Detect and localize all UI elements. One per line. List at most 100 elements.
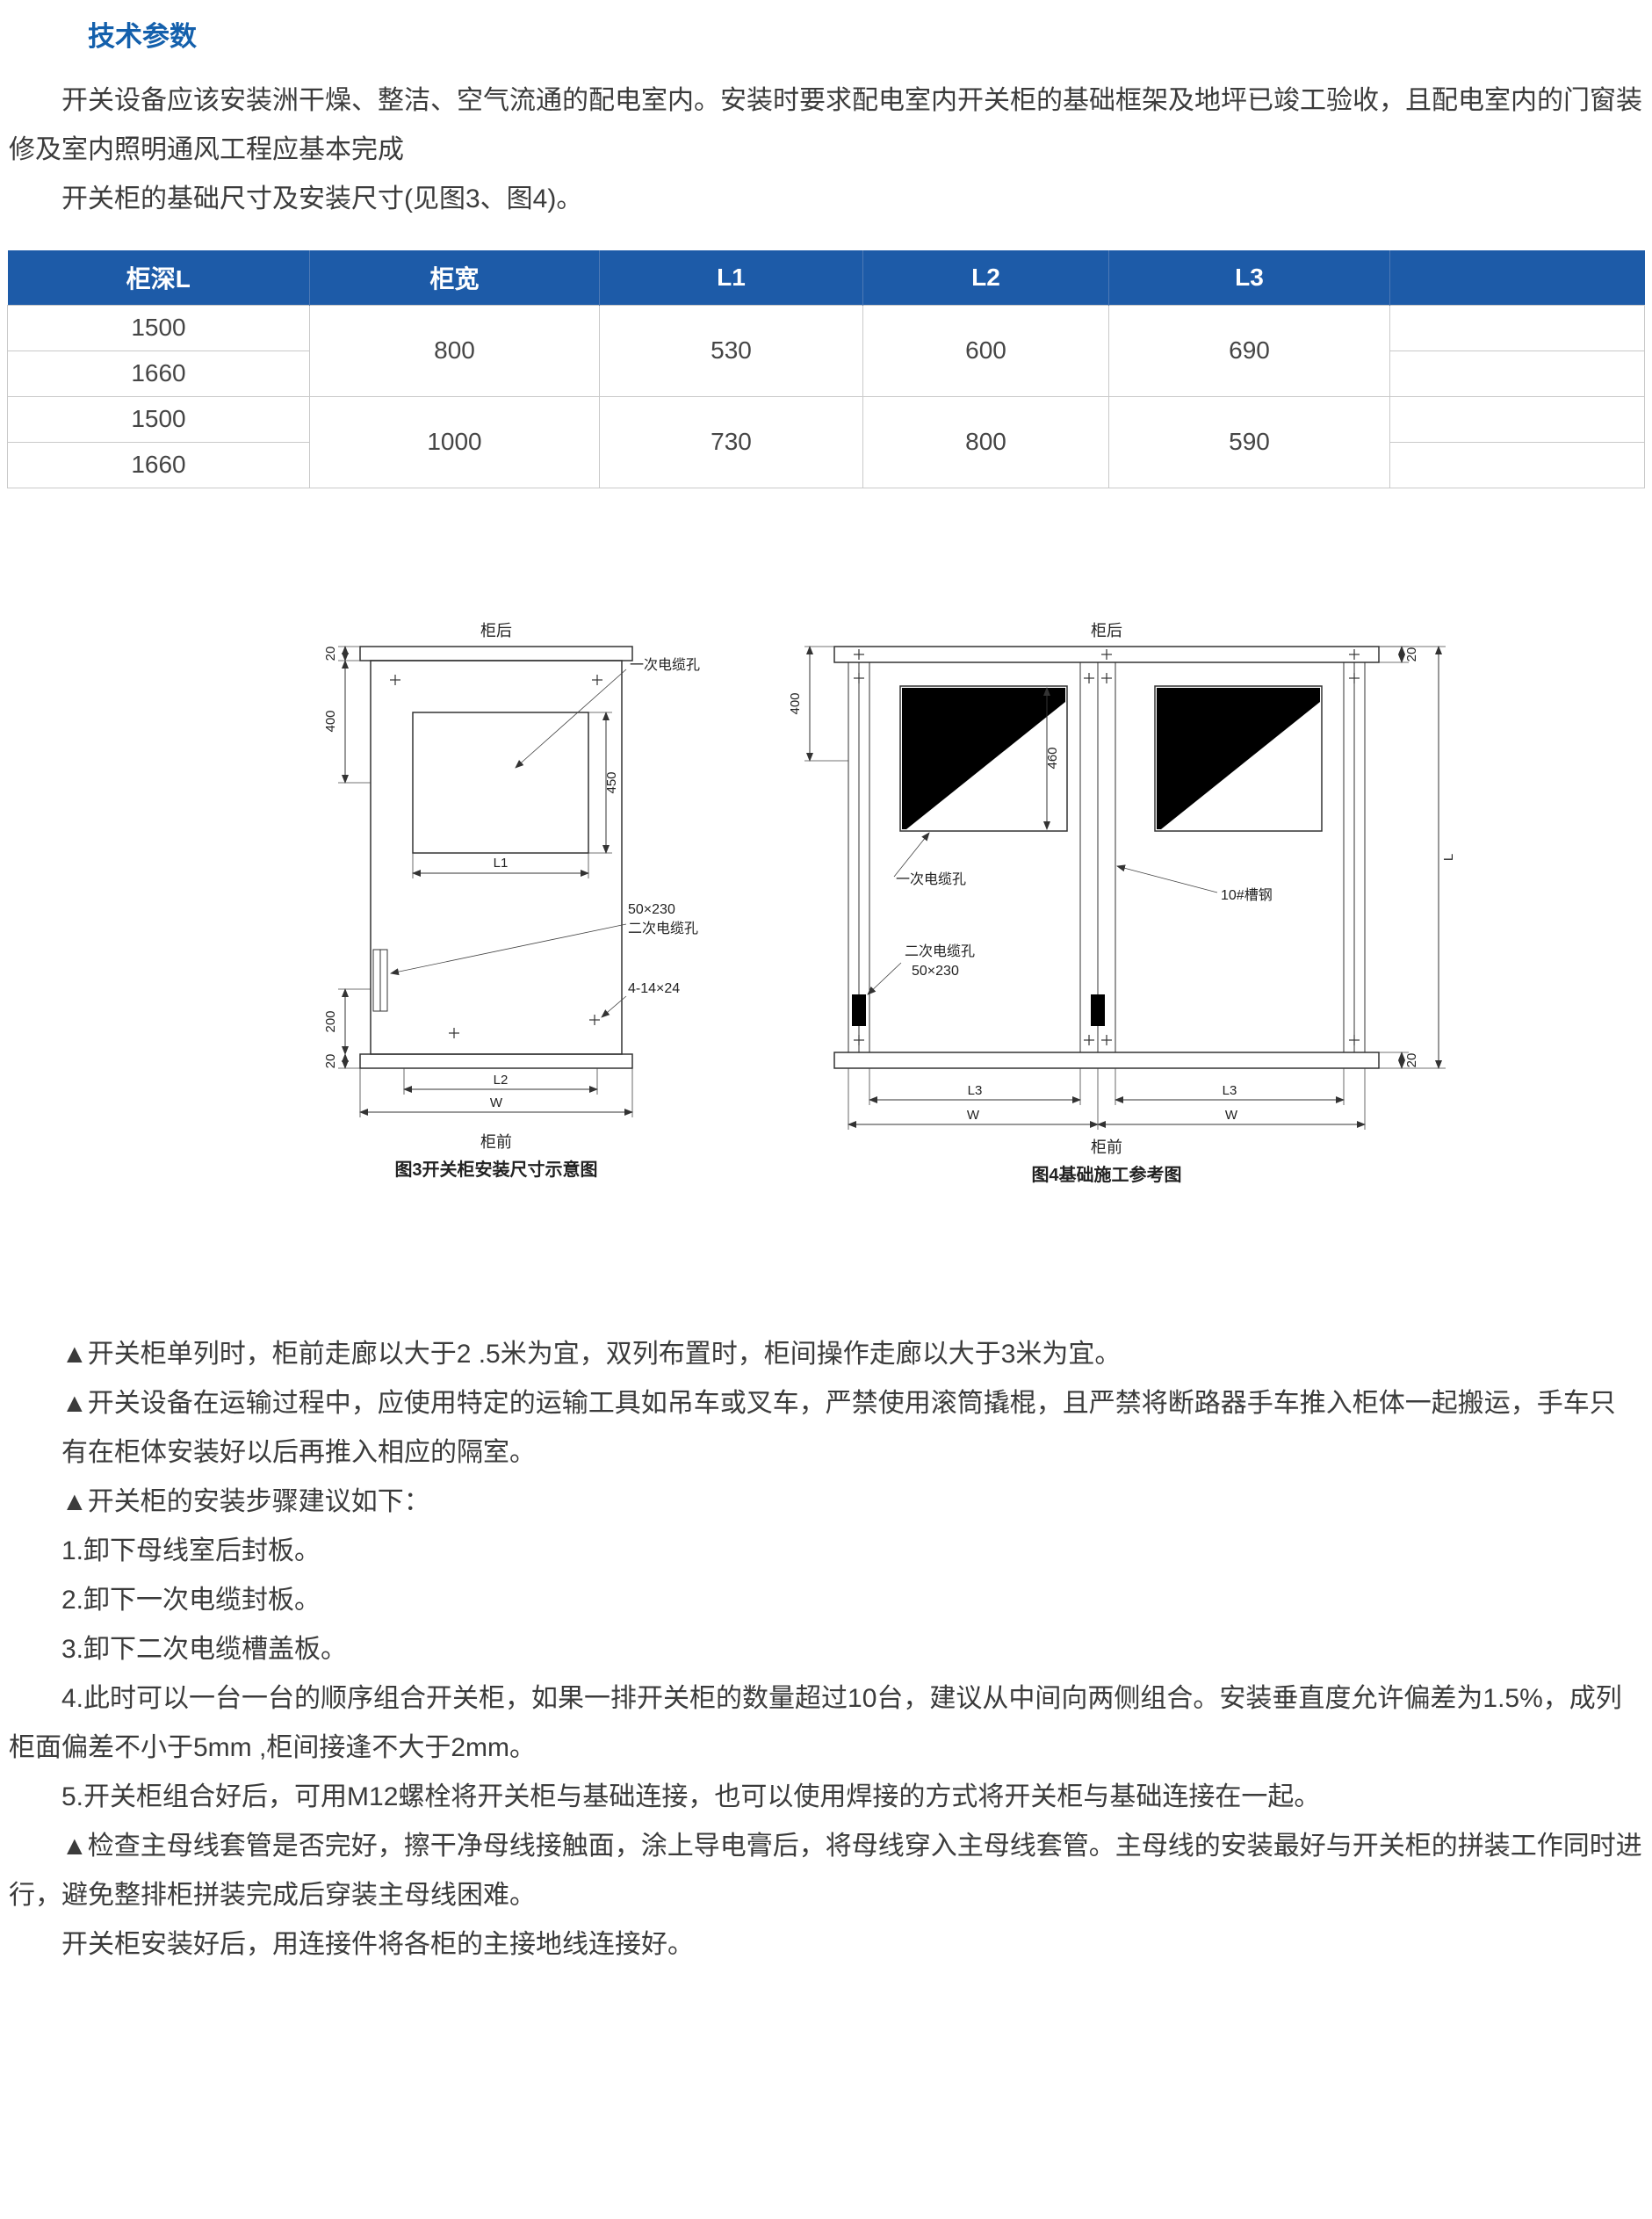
notes-section: ▲开关柜单列时，柜前走廊以大于2 .5米为宜，双列布置时，柜间操作走廊以大于3米… — [0, 1330, 1652, 1970]
fig4-dim-l3-left: L3 — [869, 1067, 1081, 1105]
fig4-callout-secondary-cable: 二次电缆孔 50×230 — [867, 943, 975, 995]
note-paragraph: 1.卸下母线室后封板。 — [61, 1536, 321, 1565]
fig3-dim-l2: L2 — [403, 1067, 598, 1095]
cell-filler — [1389, 304, 1645, 351]
fig3-dim-20-top: 20 — [323, 645, 360, 661]
svg-text:10#槽钢: 10#槽钢 — [1221, 887, 1273, 903]
svg-text:460: 460 — [1045, 747, 1060, 769]
svg-text:L: L — [1441, 853, 1456, 860]
fig3-label-back: 柜后 — [480, 622, 512, 640]
table-header-row: 柜深L 柜宽 L1 L2 L3 — [7, 250, 1645, 305]
fig3-dim-400: 400 — [323, 659, 371, 784]
fig3-primary-cable-hole — [412, 711, 589, 854]
fig4-dim-20-top: 20 — [1379, 645, 1419, 663]
table-row: 1500 1000 730 800 590 — [7, 395, 1645, 488]
fig4-right-opening — [1154, 684, 1323, 832]
cell-l2: 600 — [862, 304, 1109, 397]
svg-text:50×230: 50×230 — [912, 964, 959, 979]
fig3-bolt-marks — [390, 674, 602, 1038]
svg-text:L3: L3 — [1223, 1083, 1237, 1098]
table-header-l2: L2 — [862, 250, 1109, 305]
fig4-bottom-rail — [833, 1051, 1380, 1069]
fig3-callout-primary-cable: 一次电缆孔 — [515, 657, 700, 769]
fig4-dim-l3-right: L3 — [1115, 1067, 1345, 1105]
svg-text:450: 450 — [604, 771, 619, 793]
svg-text:二次电缆孔: 二次电缆孔 — [628, 921, 698, 936]
table-header-filler — [1389, 250, 1645, 305]
cell-depth: 1660 — [7, 350, 310, 397]
cell-l3: 690 — [1108, 304, 1390, 397]
note-paragraph: 2.卸下一次电缆封板。 — [61, 1585, 321, 1615]
table-header-width: 柜宽 — [309, 250, 600, 305]
fig3-label-front: 柜前 — [480, 1133, 512, 1151]
fig3-caption: 图3开关柜安装尺寸示意图 — [394, 1159, 597, 1180]
svg-text:一次电缆孔: 一次电缆孔 — [896, 871, 966, 887]
fig4-dim-l: L — [1379, 645, 1456, 1069]
fig4-caption: 图4基础施工参考图 — [1031, 1164, 1181, 1185]
fig4-label-front: 柜前 — [1091, 1138, 1122, 1156]
fig4-dim-20-bottom: 20 — [1379, 1051, 1419, 1069]
fig3-dim-450: 450 — [588, 711, 619, 854]
fig4-dim-w-left: W — [848, 1067, 1099, 1130]
svg-text:W: W — [490, 1095, 503, 1110]
note-paragraph: 3.卸下二次电缆槽盖板。 — [61, 1634, 348, 1664]
fig4-left-cable-hole — [902, 687, 1065, 829]
fig4-left-opening — [899, 684, 1068, 832]
svg-text:L1: L1 — [494, 856, 509, 871]
page-title: 技术参数 — [88, 21, 197, 52]
fig3-dim-w: W — [359, 1067, 633, 1117]
cell-l1: 730 — [599, 395, 863, 488]
svg-text:L3: L3 — [968, 1083, 983, 1098]
table-header-l1: L1 — [599, 250, 863, 305]
cell-depth: 1660 — [7, 441, 310, 488]
note-paragraph: 开关柜安装好后，用连接件将各柜的主接地线连接好。 — [61, 1929, 694, 1959]
fig4-callout-channel-steel: 10#槽钢 — [1116, 864, 1273, 903]
note-paragraph: ▲开关柜单列时，柜前走廊以大于2 .5米为宜，双列布置时，柜间操作走廊以大于3米… — [61, 1339, 1122, 1369]
svg-text:20: 20 — [1404, 647, 1419, 661]
note-paragraph: ▲检查主母线套管是否完好，擦干净母线接触面，涂上导电膏后，将母线穿入主母线套管。… — [9, 1831, 1642, 1910]
svg-text:400: 400 — [788, 692, 803, 714]
figure4-foundation-drawing: 柜后 460 — [788, 622, 1456, 1185]
fig3-dim-l1: L1 — [412, 852, 589, 878]
table-header-l3: L3 — [1108, 250, 1390, 305]
fig3-callout-secondary-cable: 50×230 二次电缆孔 — [390, 902, 698, 975]
figures-section: 柜后 20 400 450 — [0, 620, 1652, 1209]
svg-text:W: W — [1225, 1108, 1238, 1123]
fig4-dim-400: 400 — [788, 645, 848, 762]
fig4-dim-w-right: W — [1097, 1067, 1366, 1130]
fig3-top-flange — [359, 645, 633, 661]
fig4-middle-secondary-hole — [1091, 994, 1105, 1026]
fig4-bolt-marks — [854, 648, 1360, 1045]
fig4-callout-primary-cable: 一次电缆孔 — [893, 831, 966, 887]
note-paragraph: ▲开关设备在运输过程中，应使用特定的运输工具如吊车或叉车，严禁使用滚筒撬棍，且严… — [61, 1388, 1616, 1418]
cell-filler — [1389, 395, 1645, 443]
table-row: 1660 — [7, 441, 1645, 488]
svg-text:4-14×24: 4-14×24 — [628, 981, 680, 996]
fig4-right-cable-hole — [1157, 687, 1320, 829]
cell-depth: 1500 — [7, 395, 310, 443]
svg-text:20: 20 — [323, 646, 338, 661]
note-paragraph: ▲开关柜的安装步骤建议如下： — [61, 1486, 430, 1516]
fig3-dim-20-bottom: 20 — [323, 1052, 360, 1069]
intro-section: 开关设备应该安装洲干燥、整洁、空气流通的配电室内。安装时要求配电室内开关柜的基础… — [0, 76, 1652, 224]
cell-width: 1000 — [309, 395, 600, 488]
svg-text:一次电缆孔: 一次电缆孔 — [630, 657, 700, 673]
fig4-channel-steels — [848, 661, 1366, 1052]
figure3-installation-drawing: 柜后 20 400 450 — [323, 622, 700, 1180]
intro-paragraph: 开关柜的基础尺寸及安装尺寸(见图3、图4)。 — [61, 184, 583, 213]
note-paragraph: 4.此时可以一台一台的顺序组合开关柜，如果一排开关柜的数量超过10台，建议从中间… — [9, 1683, 1622, 1762]
cell-l2: 800 — [862, 395, 1109, 488]
table-row: 1660 — [7, 350, 1645, 397]
cell-width: 800 — [309, 304, 600, 397]
intro-paragraph: 开关设备应该安装洲干燥、整洁、空气流通的配电室内。安装时要求配电室内开关柜的基础… — [9, 86, 1642, 164]
fig3-bottom-flange — [359, 1052, 633, 1069]
note-paragraph: 有在柜体安装好以后再推入相应的隔室。 — [61, 1437, 536, 1467]
fig4-label-back: 柜后 — [1091, 622, 1122, 640]
table-row: 1500 800 530 600 690 — [7, 304, 1645, 397]
cell-l3: 590 — [1108, 395, 1390, 488]
cell-filler — [1389, 441, 1645, 488]
svg-text:50×230: 50×230 — [628, 902, 675, 917]
svg-text:20: 20 — [1404, 1052, 1419, 1067]
fig4-left-secondary-hole — [852, 994, 866, 1026]
fig4-dim-460: 460 — [1043, 686, 1060, 830]
